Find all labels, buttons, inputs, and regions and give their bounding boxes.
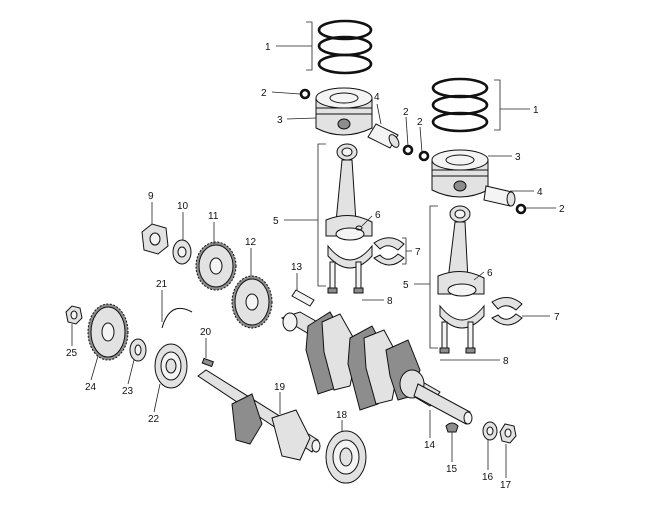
callout-labels: 1 2 3 4 2 2 1 3 4 2 5 6 7 8 5 6 7 8 9 10…	[66, 42, 565, 491]
balancer-nut	[141, 223, 169, 255]
connecting-rod-left	[325, 143, 373, 241]
bearing-shells-left	[373, 237, 405, 266]
callout-8: 8	[387, 296, 393, 307]
snap-ring-21	[161, 308, 193, 329]
circlip-left-inner	[402, 144, 414, 156]
callout-25: 25	[66, 348, 78, 359]
callout-14: 14	[424, 440, 436, 451]
piston-pin-left	[367, 123, 400, 149]
callout-3: 3	[515, 152, 521, 163]
ball-bearing-18	[325, 430, 367, 484]
callout-6: 6	[487, 268, 493, 279]
crankshaft	[280, 311, 473, 425]
callout-8: 8	[503, 356, 509, 367]
callout-10: 10	[177, 201, 189, 212]
callout-1: 1	[533, 105, 539, 116]
piston-right	[431, 149, 489, 198]
circlip-left-outer	[299, 88, 311, 100]
callout-12: 12	[245, 237, 257, 248]
callout-2: 2	[403, 107, 409, 118]
key-20	[201, 357, 215, 368]
callout-17: 17	[500, 480, 512, 491]
gear-pin-13	[291, 289, 315, 307]
callout-4: 4	[374, 92, 380, 103]
spacer-23	[129, 338, 147, 362]
callout-3: 3	[277, 115, 283, 126]
circlip-right-inner	[515, 203, 527, 215]
callout-2: 2	[261, 88, 267, 99]
drive-gear-11	[195, 241, 237, 291]
callout-9: 9	[148, 191, 154, 202]
nut-25	[65, 305, 83, 325]
callout-15: 15	[446, 464, 458, 475]
driven-gear-12	[231, 275, 273, 329]
conrod-bolts-right	[439, 321, 476, 354]
callout-5: 5	[273, 216, 279, 227]
conrod-bolts-left	[327, 261, 364, 294]
callout-7: 7	[415, 247, 421, 258]
callout-13: 13	[291, 262, 303, 273]
balancer-washer	[172, 239, 192, 265]
piston-left	[315, 87, 373, 136]
ball-bearing-22	[154, 343, 188, 389]
balancer-shaft-19	[197, 369, 321, 461]
leader-lines	[71, 21, 556, 478]
callout-2: 2	[559, 204, 565, 215]
callout-21: 21	[156, 279, 168, 290]
callout-7: 7	[554, 312, 560, 323]
callout-5: 5	[403, 280, 409, 291]
circlip-right-outer	[418, 150, 430, 162]
callout-6: 6	[375, 210, 381, 221]
piston-rings-right	[431, 77, 489, 133]
piston-rings-left	[317, 19, 373, 75]
callout-4: 4	[537, 187, 543, 198]
callout-16: 16	[482, 472, 494, 483]
woodruff-key	[445, 422, 459, 433]
callout-22: 22	[148, 414, 160, 425]
crank-washer	[482, 421, 498, 441]
callout-19: 19	[274, 382, 286, 393]
callout-1: 1	[265, 42, 271, 53]
callout-18: 18	[336, 410, 348, 421]
balancer-gear-24	[87, 303, 129, 361]
callout-20: 20	[200, 327, 212, 338]
connecting-rod-right	[437, 205, 485, 297]
callout-2: 2	[417, 117, 423, 128]
piston-pin-right	[483, 185, 516, 207]
bearing-shells-right	[491, 297, 523, 326]
crank-nut	[499, 423, 517, 444]
callout-24: 24	[85, 382, 97, 393]
callout-23: 23	[122, 386, 134, 397]
callout-11: 11	[208, 211, 219, 222]
